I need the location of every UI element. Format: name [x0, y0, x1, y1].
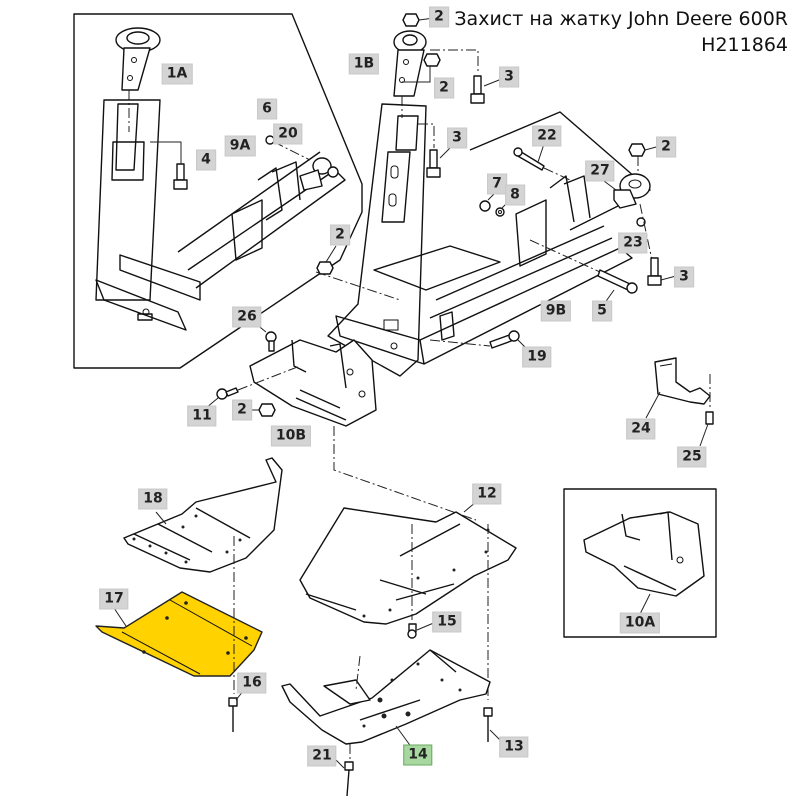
callout-24[interactable]: 24: [626, 418, 656, 440]
callout-9b[interactable]: 9B: [540, 300, 572, 322]
callout-10a[interactable]: 10A: [619, 612, 661, 634]
callout-15[interactable]: 15: [432, 611, 462, 633]
part-2-nut-10b[interactable]: [250, 403, 276, 417]
part-25-bolt[interactable]: [699, 374, 714, 447]
inset-part-10a: [563, 488, 717, 638]
part-2-nut-1b[interactable]: [402, 49, 479, 83]
callout-20[interactable]: 20: [273, 123, 303, 145]
callout-23[interactable]: 23: [618, 232, 648, 254]
callout-12[interactable]: 12: [472, 483, 502, 505]
callout-2-top-nut[interactable]: 2: [429, 6, 449, 28]
part-20-pivot[interactable]: [273, 141, 339, 191]
callout-21[interactable]: 21: [307, 745, 337, 767]
part-21-rivet[interactable]: [335, 744, 354, 797]
callout-6[interactable]: 6: [257, 98, 277, 120]
part-14-skid-plate[interactable]: [281, 649, 491, 749]
part-18-shield[interactable]: [123, 457, 283, 573]
part-17-shield-highlighted[interactable]: [95, 591, 263, 677]
part-27-mount[interactable]: [599, 173, 651, 209]
callout-22[interactable]: 22: [532, 125, 562, 147]
part-26-bolt[interactable]: [255, 323, 277, 352]
callout-10b[interactable]: 10B: [270, 425, 312, 447]
part-7-nut[interactable]: [479, 193, 495, 212]
callout-19[interactable]: 19: [522, 346, 552, 368]
callout-9a[interactable]: 9A: [224, 135, 256, 157]
part-19-bolt[interactable]: [429, 330, 529, 351]
callout-18[interactable]: 18: [138, 488, 168, 510]
diagram-title: Захист на жатку John Deere 600R H211864: [454, 6, 788, 58]
callout-4[interactable]: 4: [196, 149, 216, 171]
callout-5[interactable]: 5: [592, 300, 612, 322]
callout-27[interactable]: 27: [585, 160, 615, 182]
part-8-washer[interactable]: [495, 201, 509, 217]
title-line-name: Захист на жатку John Deere 600R: [454, 8, 788, 30]
callout-14-selected[interactable]: 14: [403, 744, 433, 766]
part-23-nut[interactable]: [636, 203, 653, 261]
callout-3-mid-bolt[interactable]: 3: [447, 127, 467, 149]
part-12-shield[interactable]: [299, 501, 517, 700]
callout-1a[interactable]: 1A: [161, 63, 193, 85]
part-9b-frame[interactable]: [327, 103, 651, 377]
callout-8[interactable]: 8: [505, 184, 525, 206]
callout-7[interactable]: 7: [487, 173, 507, 195]
callout-3-top-bolt[interactable]: 3: [499, 66, 519, 88]
part-9a-frame[interactable]: [95, 99, 346, 331]
callout-2-mount-nut[interactable]: 2: [656, 136, 676, 158]
part-1a-bracket[interactable]: [115, 27, 161, 132]
part-1b-bracket[interactable]: [393, 30, 427, 118]
callout-17[interactable]: 17: [99, 588, 129, 610]
callout-2-bracket-nut[interactable]: 2: [434, 77, 454, 99]
callout-11[interactable]: 11: [187, 405, 217, 427]
title-line-part-number: H211864: [701, 34, 788, 56]
callout-26[interactable]: 26: [232, 306, 262, 328]
part-24-bracket[interactable]: [645, 357, 711, 419]
part-3-bolt-right[interactable]: [647, 257, 677, 286]
callout-1b[interactable]: 1B: [348, 53, 380, 75]
part-2-nut-left[interactable]: [315, 245, 401, 301]
part-10b-mount[interactable]: [249, 339, 477, 521]
callout-3-right-bolt[interactable]: 3: [674, 266, 694, 288]
callout-2-mount10b-nut[interactable]: 2: [232, 399, 252, 421]
inset-frame-a: [73, 13, 363, 369]
part-11-bolt[interactable]: [205, 365, 301, 409]
callout-13[interactable]: 13: [499, 736, 529, 758]
part-22-bolt[interactable]: [513, 143, 571, 181]
callout-2-frame-nut[interactable]: 2: [330, 224, 350, 246]
callout-16[interactable]: 16: [237, 672, 267, 694]
callout-25[interactable]: 25: [677, 446, 707, 468]
part-4-bolt[interactable]: [150, 141, 188, 190]
